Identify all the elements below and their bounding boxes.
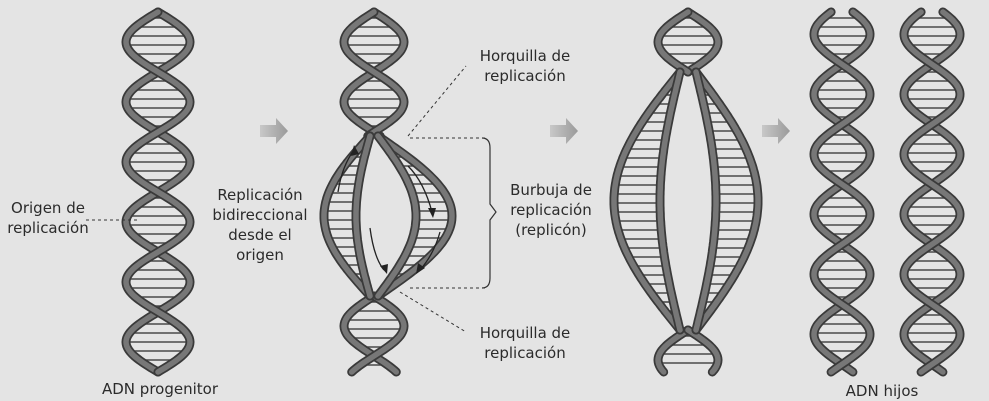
fork-bottom-label: Horquilla de replicación: [479, 324, 571, 362]
step-arrows: [260, 118, 790, 144]
leader-lines: [86, 65, 486, 333]
dna-strand: [353, 133, 373, 299]
dna-strand: [375, 133, 419, 299]
dna-strand: [685, 9, 721, 75]
dna-strand: [901, 9, 963, 375]
arrowhead: [351, 145, 359, 156]
daughter-dna-helix-1: [809, 7, 875, 377]
fork-bottom-leader-line: [399, 291, 467, 333]
arrowhead: [380, 264, 388, 274]
bubble-bracket: [481, 137, 497, 289]
fork-top-label: Horquilla de replicación: [479, 47, 571, 85]
dna-strand: [655, 327, 691, 375]
dna-strand: [348, 293, 407, 375]
daughter-dna-label: ADN hijos: [845, 382, 919, 400]
replication-bubble-dna: [319, 7, 457, 377]
dna-strand: [693, 69, 719, 333]
dna-strand: [657, 69, 683, 333]
fork-top-leader-line: [407, 65, 467, 137]
dna-strand: [611, 69, 683, 333]
dna-strand: [123, 9, 193, 375]
dna-strand: [655, 9, 691, 75]
parent-dna-label: ADN progenitor: [102, 380, 218, 398]
arrowhead: [428, 208, 436, 218]
dna-strand: [811, 9, 873, 375]
bidirectional-label: Replicación bidireccional desde el orige…: [212, 186, 308, 264]
dna-strand: [901, 9, 963, 375]
dna-strand: [685, 327, 721, 375]
arrowhead: [416, 263, 425, 274]
direction-arrow-down-left: [369, 227, 385, 271]
dna-strand: [341, 293, 400, 375]
separated-strands-dna: [609, 7, 763, 377]
dna-strand: [375, 133, 455, 299]
daughter-dna-helix-2: [899, 7, 965, 377]
step-arrow-icon: [260, 118, 288, 144]
step-arrow-icon: [762, 118, 790, 144]
bubble-label: Burbuja de replicación (replicón): [510, 181, 592, 239]
dna-strand: [341, 9, 407, 139]
direction-arrowheads: [351, 145, 436, 274]
direction-arrow-down-right: [407, 165, 433, 213]
step-arrow-icon: [550, 118, 578, 144]
dna-strand: [811, 9, 873, 375]
parent-dna-helix: [121, 7, 195, 377]
origin-label: Origen de replicación: [7, 199, 89, 237]
dna-strand: [693, 69, 761, 333]
